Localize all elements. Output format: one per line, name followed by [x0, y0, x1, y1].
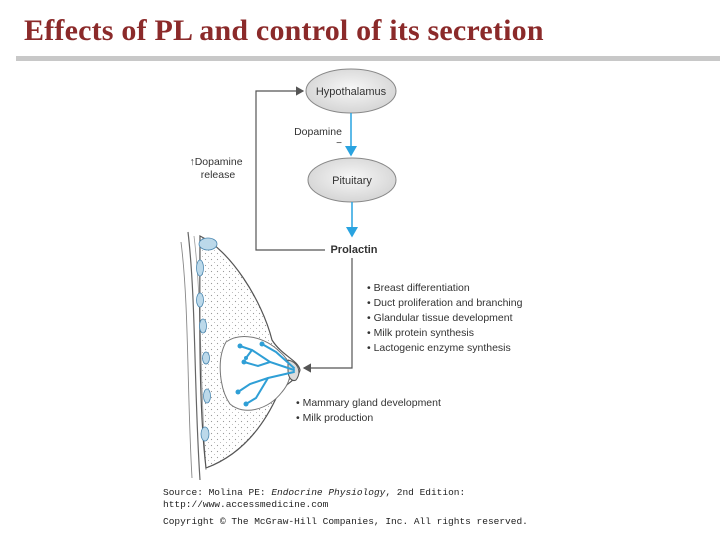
hypothalamus-label: Hypothalamus: [316, 86, 387, 98]
outcomes-list: • Mammary gland development • Milk produ…: [296, 397, 441, 424]
source-url[interactable]: http://www.accessmedicine.com: [163, 499, 329, 510]
feedback-loop-arrow: [255, 86, 325, 251]
effect-item: • Duct proliferation and branching: [367, 297, 523, 309]
outcome-item: • Milk production: [296, 412, 373, 424]
feedback-label-line1: ↑Dopamine: [189, 156, 242, 168]
outcome-item: • Mammary gland development: [296, 397, 441, 409]
feedback-label-line2: release: [201, 169, 236, 181]
source-line: Source: Molina PE: Endocrine Physiology,…: [163, 487, 466, 498]
pituitary-label: Pituitary: [332, 175, 372, 187]
slide-title: Effects of PL and control of its secreti…: [24, 14, 544, 47]
hypothalamus-node: Hypothalamus: [305, 68, 397, 114]
breast-effects-list: • Breast differentiation • Duct prolifer…: [367, 282, 523, 354]
effect-item: • Milk protein synthesis: [367, 327, 474, 339]
pituitary-node: Pituitary: [307, 157, 397, 203]
source-credit: Source: Molina PE: Endocrine Physiology,…: [163, 487, 528, 528]
dopamine-label: Dopamine: [294, 126, 342, 138]
title-underline: [16, 56, 720, 61]
prolactin-to-breast-arrow: [302, 258, 353, 373]
breast-illustration: [180, 231, 301, 481]
prolactin-label: Prolactin: [330, 244, 377, 256]
effect-item: • Glandular tissue development: [367, 312, 513, 324]
effect-item: • Lactogenic enzyme synthesis: [367, 342, 511, 354]
dopamine-inhibit-sign: −: [336, 138, 342, 149]
effect-item: • Breast differentiation: [367, 282, 470, 294]
copyright-line: Copyright © The McGraw-Hill Companies, I…: [163, 516, 528, 527]
